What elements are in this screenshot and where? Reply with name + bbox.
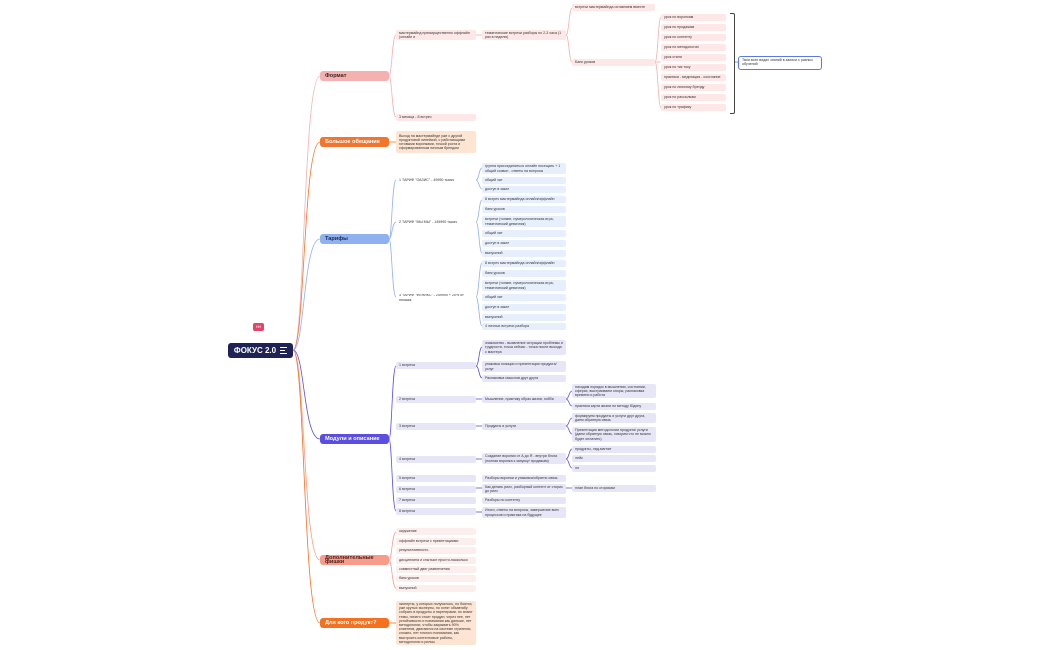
tariff-feature[interactable]: группа присоединиться онлайн посещать + …	[482, 163, 566, 174]
root-topic[interactable]: ФОКУС 2.0	[228, 343, 293, 358]
tariff-plan-2[interactable]: 2 ТАРИФ "МЫ МЫ" - 149990 тысяч	[399, 220, 458, 225]
branch-extra-features[interactable]: Дополнительные фишки	[320, 555, 389, 565]
module-detail[interactable]: упаковка позиции и презентация продукта/…	[482, 361, 566, 372]
tariff-feature[interactable]: доступ в закат	[482, 186, 566, 193]
branch-tariffs[interactable]: Тарифы	[320, 234, 389, 244]
tariff-feature[interactable]: общий чат	[482, 230, 566, 237]
meeting-item[interactable]: 5 встреча	[396, 475, 476, 482]
extra-item[interactable]: результативность	[396, 547, 476, 554]
module-detail[interactable]: Итоги, ответы на вопросы, завершение все…	[482, 507, 566, 518]
branch-audience[interactable]: Для кого продукт?	[320, 618, 389, 628]
meeting-item[interactable]: 3 встреча	[396, 423, 476, 430]
module-subdetail[interactable]: лейк	[572, 455, 656, 462]
tariff-plan-1[interactable]: 1 ТАРИФ "ОАЗИС" - 49990 тысяч	[399, 178, 455, 183]
module-detail[interactable]: Как делать рилс, разборный контент от ст…	[482, 484, 566, 494]
branch-modules[interactable]: Модули и описание	[320, 434, 389, 444]
branch-format[interactable]: Формат	[320, 71, 389, 81]
lessons-bracket	[730, 13, 735, 114]
lesson-item[interactable]: урок по рассылкам	[661, 94, 726, 101]
format-themed-meetings[interactable]: тематические встречи разборы по 2-3 часа…	[482, 30, 566, 40]
extra-item[interactable]: совместный двиг развлечения	[396, 566, 476, 573]
meeting-item[interactable]: 7 встреча	[396, 497, 476, 504]
format-item[interactable]: мастермайнд преимущественно оффлайн (онл…	[396, 30, 476, 40]
extra-item[interactable]: выпускной	[396, 585, 476, 592]
lessons-summary-note[interactable]: Твои всех видах знаний в записи с разных…	[738, 56, 822, 70]
format-lesson-bank[interactable]: Банк уроков	[572, 59, 655, 66]
tariff-feature[interactable]: встречи (тонкие, нумерологическая игра, …	[482, 216, 566, 227]
module-subdetail[interactable]: Презентация методологии продукта/ услуги…	[572, 427, 656, 442]
module-detail[interactable]: Разборы по контенту	[482, 497, 566, 504]
module-subdetail[interactable]: практика карта жизни по методу Юдину	[572, 403, 656, 410]
extra-item[interactable]: окружение	[396, 528, 476, 535]
lesson-item[interactable]: урок стиля	[661, 54, 726, 61]
meeting-item[interactable]: 6 встреча	[396, 486, 476, 493]
lesson-item[interactable]: урок по тик току	[661, 64, 726, 71]
root-title: ФОКУС 2.0	[233, 346, 277, 355]
big-promise-text[interactable]: Выход на мастермайнде уже с другой проду…	[396, 131, 476, 153]
lesson-item[interactable]: урок по контенту	[661, 34, 726, 41]
extra-item[interactable]: банк уроков	[396, 575, 476, 582]
tariff-feature[interactable]: выпускной	[482, 314, 566, 321]
module-detail[interactable]: Распаковка смыслов друг друга	[482, 375, 566, 382]
module-subdetail[interactable]: формируем продукты и услуги друг друга, …	[572, 413, 656, 423]
tariff-feature[interactable]: 8 встреч мастермайнда онлайн/оффлайн	[482, 196, 566, 203]
branch-big-promise[interactable]: Большое обещание	[320, 137, 389, 147]
lesson-item[interactable]: практика - медитация - состояние	[661, 74, 726, 81]
module-subdetail[interactable]: продукты, лид-магнит	[572, 446, 656, 453]
tariff-feature[interactable]: выпускной	[482, 250, 566, 257]
tariff-feature[interactable]: банк уроков	[482, 270, 566, 277]
tariff-feature[interactable]: общий чат	[482, 294, 566, 301]
format-item[interactable]: 3 месяца - 8 встреч	[396, 114, 476, 121]
module-detail[interactable]: Продукты и услуги	[482, 423, 566, 430]
meeting-item[interactable]: 8 встреча	[396, 508, 476, 515]
module-subdetail[interactable]: план блога по сторисам	[572, 485, 656, 492]
module-detail[interactable]: знакомство - выявление ситуации проблемы…	[482, 340, 566, 355]
module-detail[interactable]: Создание воронки от А до Я - внутри блог…	[482, 453, 566, 464]
tariff-feature[interactable]: 4 личных встречи разбора	[482, 323, 566, 330]
meeting-item[interactable]: 1 встреча	[396, 362, 476, 369]
list-icon	[280, 347, 288, 354]
tariff-feature[interactable]: 8 встреч мастермайнда онлайн/оффлайн	[482, 260, 566, 267]
lesson-item[interactable]: урок по личному бренду	[661, 84, 726, 91]
tariff-feature[interactable]: доступ в закат	[482, 304, 566, 311]
meeting-item[interactable]: 4 встреча	[396, 456, 476, 463]
lesson-item[interactable]: урок по методологии	[661, 44, 726, 51]
tariff-feature[interactable]: банк уроков	[482, 206, 566, 213]
extra-item[interactable]: оффлайн встречи с презентациями	[396, 538, 476, 545]
format-mastermind[interactable]: встречи мастермайнда оставляем вместе	[572, 4, 655, 11]
lesson-item[interactable]: урок по трафику	[661, 104, 726, 111]
module-subdetail[interactable]: находим порядок в мышлении, состоянии, с…	[572, 384, 656, 398]
module-detail[interactable]: Мышление, практику образ жизни, хобби	[482, 396, 566, 403]
tariff-plan-3[interactable]: 3 ТАРИФ "ФЕНИКС" - 249990 + 20% от прода…	[399, 294, 464, 301]
root-badge: НН	[253, 323, 264, 331]
lesson-item[interactable]: урок по воронкам	[661, 14, 726, 21]
module-subdetail[interactable]: лл	[572, 465, 656, 472]
tariff-feature[interactable]: доступ в закат	[482, 240, 566, 247]
tariff-feature[interactable]: встречи (тонкие, нумерологическая игра, …	[482, 280, 566, 291]
module-detail[interactable]: Разборы воронки и упаковка/обратно связь	[482, 475, 566, 482]
tariff-feature[interactable]: общий чат	[482, 177, 566, 184]
extra-item[interactable]: дисциплина и спытысе просто-насколько	[396, 557, 476, 564]
audience-text[interactable]: эксперты, у которых получилось, но боятс…	[396, 601, 476, 645]
lesson-item[interactable]: урок по продажам	[661, 24, 726, 31]
meeting-item[interactable]: 2 встреча	[396, 396, 476, 403]
